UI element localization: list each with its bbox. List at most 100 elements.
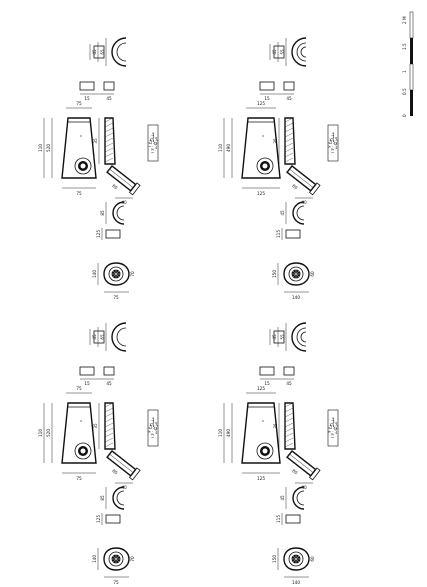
grate-spoke [115,273,120,278]
section-hatch [284,417,294,423]
grate-spoke [112,558,117,563]
dimension-label: 125 [96,515,101,523]
dimension-label: 110 [218,144,223,152]
round-base-outline [283,262,310,286]
grate-spoke [292,273,297,278]
dimension-label: 115 [276,230,281,238]
section-hatch [104,157,114,163]
dimension-label: 75 [76,101,82,106]
section-hatch [284,432,294,438]
grate-spoke [115,270,120,275]
outlet-detail-dims: 40 [295,482,313,490]
small-block-outline [273,330,285,344]
section-hatch [104,442,114,448]
arc-profile-outer [112,201,125,225]
section-hatch [284,407,294,413]
outlet-centerline [109,453,134,473]
section-hatch [284,422,294,428]
dimension-label: 75 [76,191,82,196]
dimension-label: 125 [96,230,101,238]
small-block-middle: 125 [96,228,121,240]
scale-label: 2 M [402,16,407,24]
arc-profile-outer [292,486,305,510]
angled-outlet: 80 [286,450,321,481]
dimension-label: جزئیات [333,136,338,149]
dimension-label: 75 [113,295,119,300]
dimension-label: 80 [291,183,299,190]
small-part [103,81,115,91]
body-drain-hole [262,448,268,454]
arc-profile-core [300,331,307,343]
dimension-label: 125 [257,101,265,106]
round-base-outline [103,547,130,571]
body-drain-ring [256,157,274,175]
section-hatch [104,152,114,158]
dimension-label: جزئیات [333,421,338,434]
arc-profile-middle: 45 [280,486,305,510]
title-box-frame [147,409,159,447]
dimension-label: 125 [257,191,265,196]
body-drain-hole [262,163,268,169]
section-hatch [104,132,114,138]
dimension-label: مقیاس ۱:۲۰ [150,132,155,154]
body-outline [241,117,281,179]
outlet-flange [308,182,321,196]
section-hatch [284,412,294,418]
small-part [283,81,295,91]
body-marker [262,135,264,137]
small-block-top [269,329,285,345]
dimension-label: 55 [280,334,285,340]
section-hatch [284,137,294,143]
dimension-label: 45 [286,381,292,386]
grate-spoke [292,270,297,275]
body-drain-ring [74,442,92,460]
grate-spoke [115,558,120,563]
angled-outlet: 80 [106,450,141,481]
dimension-label: 15 [264,96,270,101]
section-hatch [104,137,114,143]
arc-profile-inner [296,327,307,347]
small-part [285,229,301,239]
section-hatch [284,142,294,148]
dimension-label: 75 [76,476,82,481]
dimension-label: 35 [93,138,98,144]
small-part [283,366,295,376]
dimension-label: 140 [92,270,97,278]
outlet-flange [308,467,321,481]
dimension-label: 45 [106,381,112,386]
body-outline [241,402,281,464]
body-drain-ring [74,157,92,175]
dimension-label: 140 [92,555,97,563]
arc-profile-core [300,46,307,58]
dimension-label: مقیاس ۱:۲۰ [330,132,335,154]
scale-bar-segment [409,63,414,91]
section-hatch [284,127,294,133]
dimension-label: نوع ۴ [327,423,332,432]
section-hatch [104,412,114,418]
dimension-label: 115 [276,515,281,523]
body-marker [80,420,82,422]
scale-label: 1 [402,70,407,73]
dimension-label: 80 [111,183,119,190]
section-hatch [104,402,114,408]
side-section-outline [284,402,296,450]
dimension-label: 65 [100,334,105,340]
arc-profile-outer [111,37,127,67]
arc-profile-inner [116,42,127,62]
